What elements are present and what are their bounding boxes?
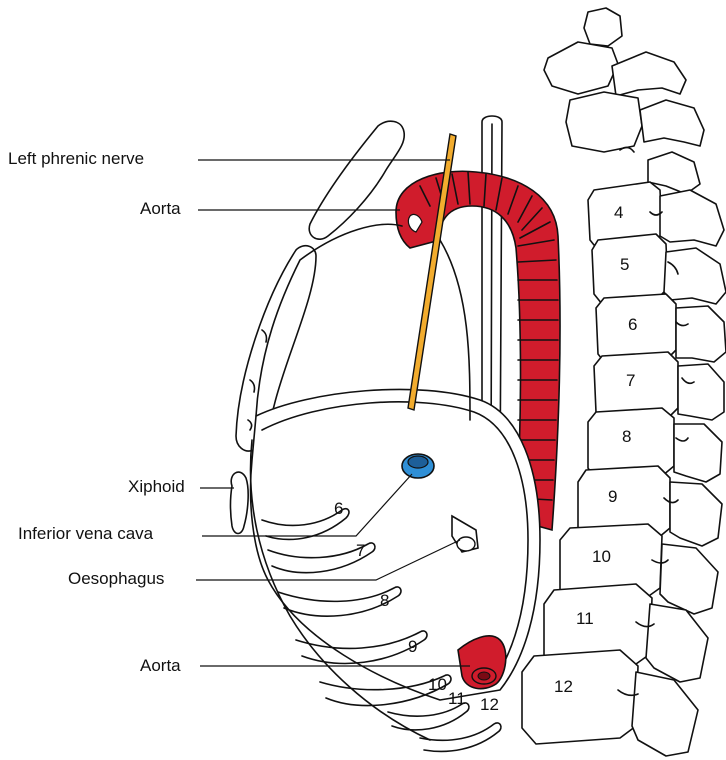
rib-label-11: 11 [448, 689, 466, 708]
xiphoid-process [231, 472, 249, 533]
vertebra-label-5: 5 [620, 255, 629, 274]
vertebra-label-9: 9 [608, 487, 617, 506]
vertebra-upper-2-process [612, 52, 686, 96]
vertebra-5-process [664, 248, 726, 304]
vertebra-upper-3-process [640, 100, 704, 146]
vertebra-4-process [660, 190, 724, 246]
vertebra-label-7: 7 [626, 371, 635, 390]
rib-label-7: 7 [356, 541, 365, 560]
label-left-phrenic-nerve: Left phrenic nerve [8, 150, 144, 167]
inferior-vena-cava [402, 454, 434, 478]
vertebra-6-process [676, 306, 726, 362]
vertebra-5 [592, 234, 668, 304]
vertebra-10-process [660, 544, 718, 614]
vertebra-label-12: 12 [554, 677, 573, 696]
vertebra-label-10: 10 [592, 547, 611, 566]
vertebra-12-process [632, 672, 698, 756]
rib-label-12: 12 [480, 695, 499, 714]
vertebra-7-process [678, 364, 724, 420]
vertebra-label-11: 11 [576, 609, 594, 628]
rib-label-10: 10 [428, 675, 447, 694]
label-oesophagus: Oesophagus [68, 570, 164, 587]
manubrium [309, 121, 404, 239]
vertebra-8-process [674, 424, 722, 482]
rib-12 [420, 723, 501, 752]
vertebra-upper-3 [566, 92, 642, 152]
vertebra-label-8: 8 [622, 427, 631, 446]
rib-label-9: 9 [408, 637, 417, 656]
label-inferior-vena-cava: Inferior vena cava [18, 525, 153, 542]
vertebra-9-process [670, 482, 722, 546]
aortic-opening [458, 636, 506, 689]
rib-label-6: 6 [334, 499, 343, 518]
vertebra-label-6: 6 [628, 315, 637, 334]
vertebra-upper-2 [544, 42, 618, 94]
rib-label-8: 8 [380, 591, 389, 610]
vertebra-11-process [646, 604, 708, 682]
label-xiphoid: Xiphoid [128, 478, 185, 495]
label-aorta-lower: Aorta [140, 657, 181, 674]
label-aorta-upper: Aorta [140, 200, 181, 217]
vertebra-upper-1 [584, 8, 622, 46]
vertebra-12 [522, 650, 638, 744]
vertebra-label-4: 4 [614, 203, 623, 222]
